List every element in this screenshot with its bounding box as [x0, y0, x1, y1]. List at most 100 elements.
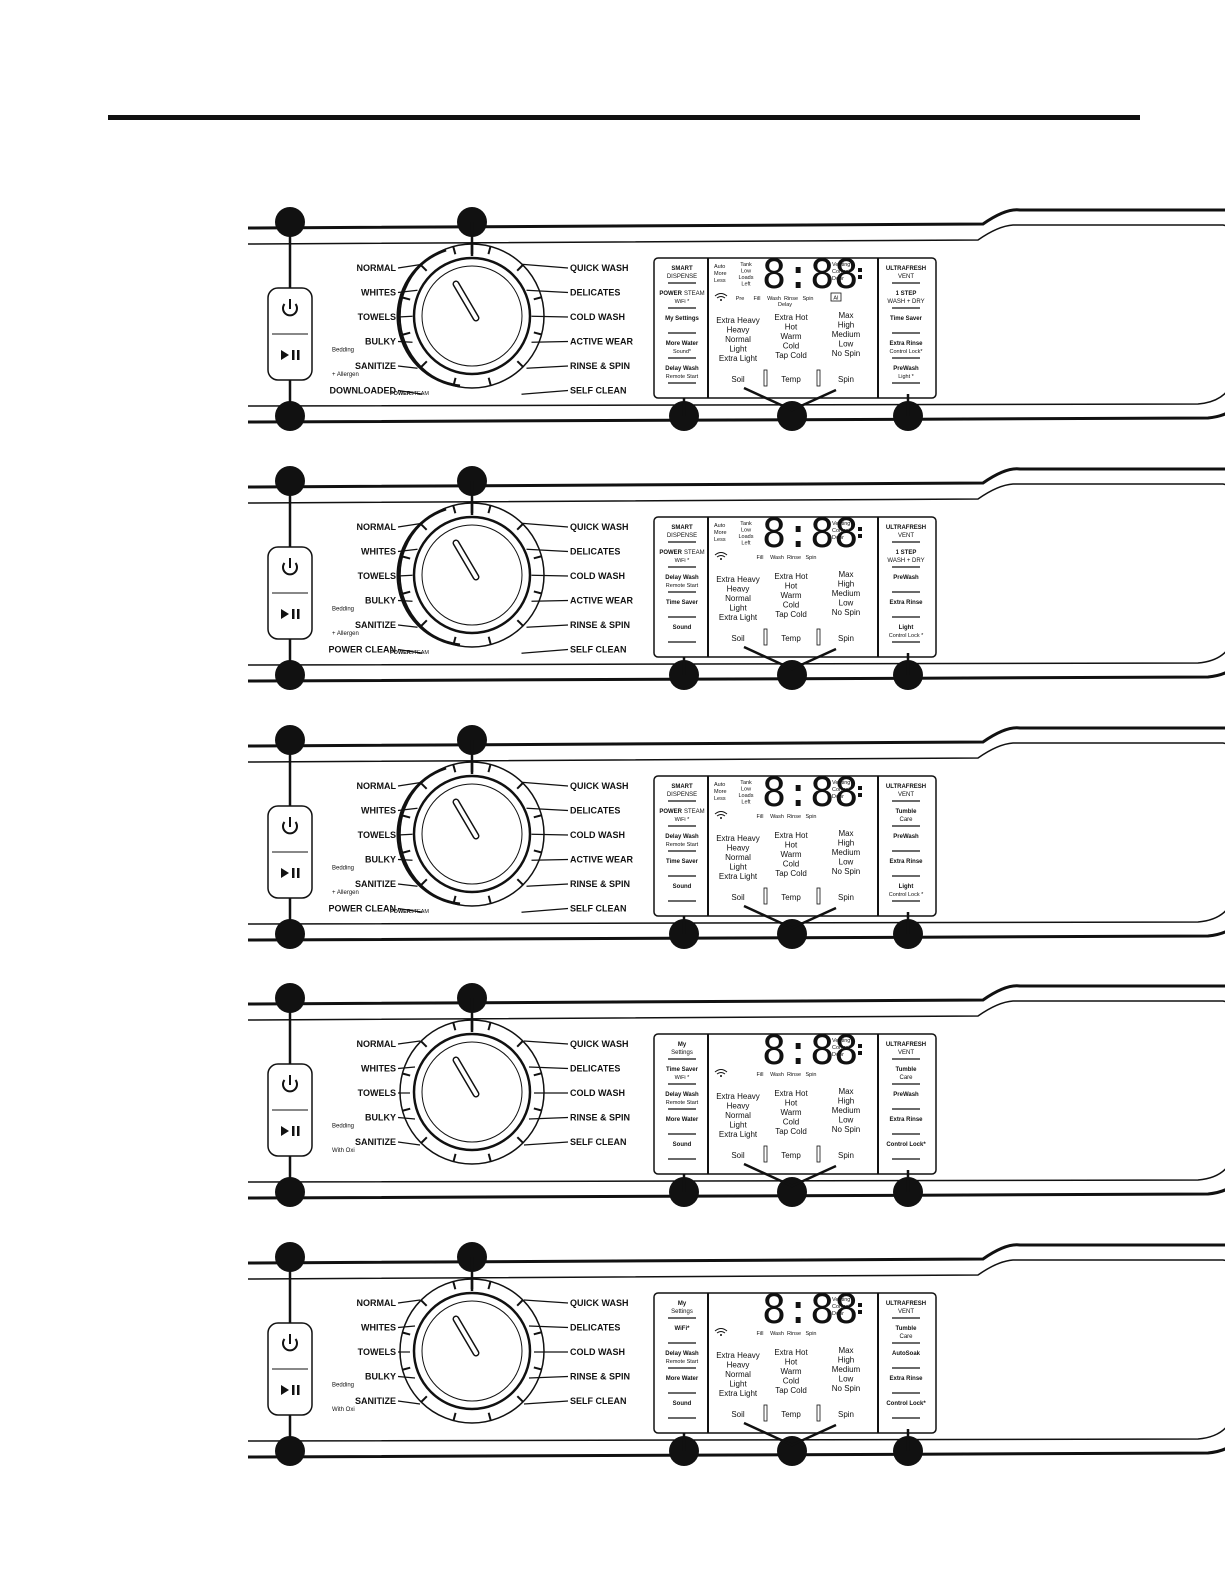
right-option-button[interactable]: Control Lock*: [886, 1401, 926, 1419]
cycle-option[interactable]: SELF CLEAN: [523, 1396, 627, 1406]
cycle-selector-dial[interactable]: [399, 502, 545, 648]
power-button[interactable]: [282, 1075, 298, 1093]
cycle-option[interactable]: DELICATES: [526, 288, 621, 298]
cycle-option[interactable]: ACTIVE WEAR: [531, 596, 634, 606]
cycle-option[interactable]: WHITES: [361, 806, 418, 816]
cycle-option[interactable]: SELF CLEAN: [521, 904, 627, 914]
cycle-option[interactable]: COLD WASH: [531, 571, 626, 581]
cycle-option[interactable]: SANITIZE+ Allergen: [332, 879, 418, 896]
cycle-option[interactable]: COLD WASH: [531, 312, 626, 322]
left-option-button[interactable]: Sound: [668, 1401, 696, 1419]
column-button-spin[interactable]: Spin: [838, 1151, 854, 1160]
column-button-spin[interactable]: Spin: [838, 1410, 854, 1419]
cycle-option[interactable]: QUICK WASH: [521, 263, 629, 273]
column-button-temp[interactable]: Temp: [781, 628, 821, 646]
cycle-option[interactable]: SELF CLEAN: [521, 645, 627, 655]
power-button[interactable]: [282, 817, 298, 835]
cycle-option[interactable]: COLD WASH: [534, 1347, 625, 1357]
column-button-temp[interactable]: Temp: [781, 887, 821, 905]
column-button-soil[interactable]: Soil: [731, 1404, 768, 1422]
right-option-button[interactable]: AutoSoak: [892, 1351, 921, 1369]
cycle-option[interactable]: DELICATES: [526, 806, 621, 816]
left-option-button[interactable]: WiFi*: [668, 1326, 696, 1344]
cycle-option[interactable]: TOWELS: [358, 830, 413, 840]
column-button-soil[interactable]: Soil: [731, 628, 768, 646]
right-option-button[interactable]: Extra Rinse: [889, 1117, 923, 1135]
left-option-button[interactable]: Sound: [668, 1142, 696, 1160]
cycle-option[interactable]: QUICK WASH: [523, 1039, 629, 1049]
cycle-option[interactable]: COLD WASH: [534, 1088, 625, 1098]
cycle-option[interactable]: QUICK WASH: [523, 1298, 629, 1308]
left-option-button[interactable]: More Water: [666, 1117, 699, 1135]
left-option-button[interactable]: Time Saver: [666, 859, 699, 877]
cycle-option[interactable]: DELICATES: [528, 1323, 620, 1333]
left-option-button[interactable]: Sound: [668, 625, 696, 643]
left-option-button[interactable]: My Settings: [665, 316, 699, 334]
right-option-button[interactable]: Extra Rinse: [889, 859, 923, 877]
cycle-option[interactable]: RINSE & SPIN: [528, 1372, 630, 1382]
cycle-option[interactable]: SELF CLEAN: [521, 386, 627, 396]
left-option-button[interactable]: More Water: [666, 1376, 699, 1394]
cycle-option[interactable]: TOWELS: [358, 571, 413, 581]
start-pause-button[interactable]: [281, 1385, 300, 1395]
cycle-option[interactable]: TOWELS: [358, 1347, 410, 1357]
cycle-option[interactable]: ACTIVE WEAR: [531, 855, 634, 865]
column-button-spin[interactable]: Spin: [838, 893, 854, 902]
column-button-spin[interactable]: Spin: [838, 634, 854, 643]
right-option-button[interactable]: Extra Rinse: [889, 600, 923, 618]
right-option-button[interactable]: Extra Rinse: [889, 1376, 923, 1394]
column-button-temp[interactable]: Temp: [781, 1404, 821, 1422]
start-pause-button[interactable]: [281, 350, 300, 360]
cycle-option[interactable]: RINSE & SPIN: [528, 1113, 630, 1123]
cycle-option[interactable]: RINSE & SPIN: [526, 879, 631, 889]
cycle-option[interactable]: QUICK WASH: [521, 781, 629, 791]
cycle-option[interactable]: TOWELS: [358, 312, 413, 322]
cycle-option[interactable]: RINSE & SPIN: [526, 620, 631, 630]
cycle-option[interactable]: ACTIVE WEAR: [531, 337, 634, 347]
right-option-button[interactable]: PreWash: [892, 1092, 920, 1110]
right-option-button[interactable]: PreWash: [892, 834, 920, 852]
cycle-option[interactable]: NORMAL: [357, 522, 423, 532]
cycle-option[interactable]: QUICK WASH: [521, 522, 629, 532]
cycle-option[interactable]: COLD WASH: [531, 830, 626, 840]
left-option-button[interactable]: Time Saver: [666, 600, 699, 618]
column-button-soil[interactable]: Soil: [731, 369, 768, 387]
right-option-button[interactable]: Control Lock*: [886, 1142, 926, 1160]
column-button-spin[interactable]: Spin: [838, 375, 854, 384]
cycle-option[interactable]: DOWNLOADED: [330, 386, 423, 396]
cycle-selector-dial[interactable]: [399, 761, 545, 907]
cycle-option[interactable]: WHITES: [361, 547, 418, 557]
cycle-option[interactable]: DELICATES: [526, 547, 621, 557]
cycle-option[interactable]: RINSE & SPIN: [526, 361, 631, 371]
start-pause-button[interactable]: [281, 609, 300, 619]
cycle-option[interactable]: WHITES: [361, 288, 418, 298]
